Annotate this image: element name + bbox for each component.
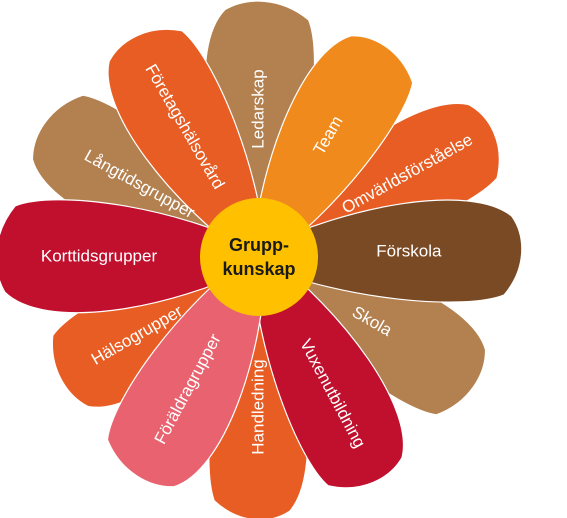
petal-label-handledning: Handledning — [248, 359, 267, 454]
center-label-line1: Grupp- — [229, 235, 289, 255]
petal-vuxenutbildning — [251, 252, 404, 489]
center-hub: Grupp- kunskap — [200, 198, 318, 316]
center-circle — [200, 198, 318, 316]
petal-team — [251, 35, 414, 262]
petal-korttidsgrupper — [0, 199, 260, 314]
petal-layer — [0, 0, 523, 518]
petal-foretagshalsovard — [107, 28, 267, 262]
petal-foraldragrupper — [106, 252, 267, 488]
petal-label-forskola: Förskola — [376, 241, 442, 260]
center-label-line2: kunskap — [222, 259, 295, 279]
petal-forskola — [258, 199, 523, 303]
petal-label-korttidsgrupper: Korttidsgrupper — [41, 246, 158, 265]
petal-label-ledarskap: Ledarskap — [248, 69, 267, 148]
